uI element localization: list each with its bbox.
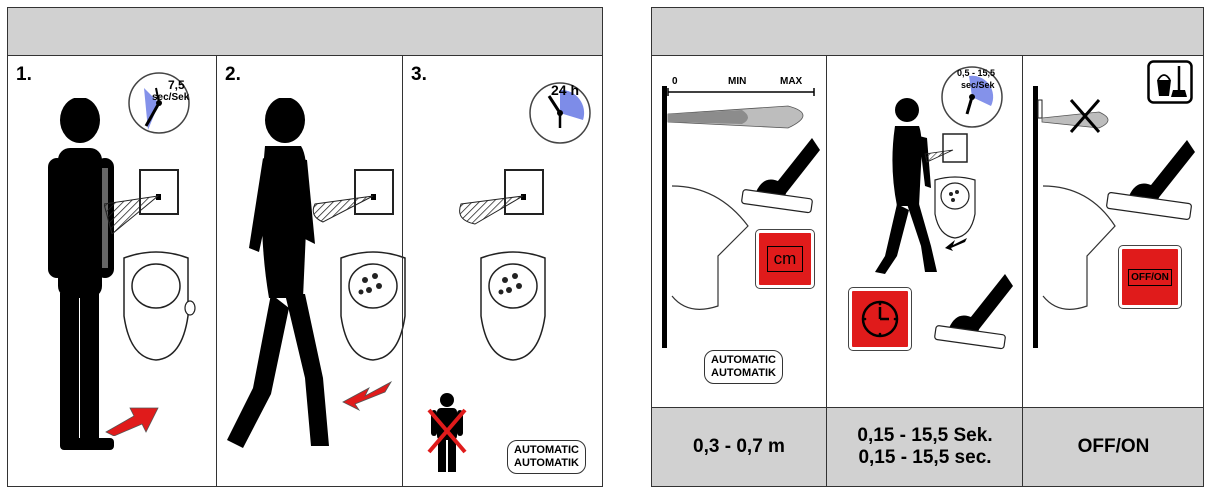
sensor-off-icon xyxy=(1033,86,1116,348)
timer-value: 7,5 xyxy=(168,78,185,92)
arrow-in-icon xyxy=(105,407,159,436)
range-beam-icon xyxy=(662,86,815,348)
hand-pressing-icon xyxy=(741,138,820,214)
step-2: 2. xyxy=(216,56,406,486)
step-number: 1. xyxy=(16,64,32,85)
timer-value: 0,5 - 15,5 xyxy=(957,68,996,78)
timer-value: 24 h xyxy=(551,82,580,98)
timer-value-line-2: 0,15 - 15,5 sec. xyxy=(858,447,992,468)
cm-button[interactable]: cm xyxy=(755,229,815,289)
person-walking-icon xyxy=(875,98,937,274)
range-min-label: MIN xyxy=(728,76,747,87)
range-setting-cell: 0 MIN MAX cm AUTOMATIC AUTOMATIK xyxy=(652,56,826,410)
clock-icon xyxy=(861,300,899,338)
range-value-text: 0,3 - 0,7 m xyxy=(693,436,785,457)
sensor-unit-icon xyxy=(104,169,179,234)
urinal-flushing-icon xyxy=(480,251,546,361)
off-on-setting-cell: OFF/ON xyxy=(1022,56,1203,410)
off-on-button-label: OFF/ON xyxy=(1128,268,1172,286)
settings-values-row: 0,3 - 0,7 m 0,15 - 15,5 Sek. 0,15 - 15,5… xyxy=(652,407,1203,486)
timer-dial-icon xyxy=(529,82,591,144)
automatic-badge: AUTOMATIC AUTOMATIK xyxy=(704,350,783,384)
urinal-icon xyxy=(123,251,196,361)
hand-pressing-icon xyxy=(934,274,1013,350)
timer-value-line-1: 0,15 - 15,5 Sek. xyxy=(857,425,993,446)
off-on-button[interactable]: OFF/ON xyxy=(1118,245,1182,309)
no-person-icon xyxy=(427,393,467,472)
urinal-flushing-icon xyxy=(340,251,406,361)
badge-line-2: AUTOMATIK xyxy=(711,367,776,379)
cm-button-label: cm xyxy=(766,246,804,272)
timer-unit: sec/Sek xyxy=(152,92,190,103)
person-standing-icon xyxy=(48,98,114,450)
sensor-unit-icon xyxy=(459,169,544,225)
badge-line-1: AUTOMATIC xyxy=(711,354,776,366)
step-number: 3. xyxy=(411,64,427,85)
urinal-flushing-icon xyxy=(934,176,976,239)
right-settings-panel: 0 MIN MAX cm AUTOMATIC AUTOMATIK xyxy=(651,7,1204,487)
clock-button[interactable] xyxy=(848,287,912,351)
timer-unit: sec/Sek xyxy=(961,80,995,90)
timer-dial-icon xyxy=(941,66,1003,128)
badge-line-1: AUTOMATIC xyxy=(514,444,579,456)
badge-line-2: AUTOMATIK xyxy=(514,457,579,469)
right-panel-header xyxy=(652,8,1203,56)
step-3: 3. 24 h xyxy=(402,56,602,486)
left-instruction-panel: 1. 7,5 sec/Sek xyxy=(7,7,603,487)
automatic-badge: AUTOMATIC AUTOMATIK xyxy=(507,440,586,474)
left-panel-header xyxy=(8,8,602,56)
person-walking-icon xyxy=(227,98,329,448)
timer-value-cell: 0,15 - 15,5 Sek. 0,15 - 15,5 sec. xyxy=(826,408,1023,486)
sensor-unit-icon xyxy=(924,133,968,163)
timer-setting-cell: 0,5 - 15,5 sec/Sek xyxy=(826,56,1022,410)
arrow-out-icon xyxy=(945,238,967,251)
range-max-label: MAX xyxy=(780,76,803,87)
off-on-value-text: OFF/ON xyxy=(1077,436,1150,457)
hand-pressing-icon xyxy=(1106,140,1195,220)
step-number: 2. xyxy=(225,64,241,85)
step-1: 1. 7,5 sec/Sek xyxy=(8,56,216,486)
timer-dial-icon xyxy=(128,72,190,134)
off-on-value: OFF/ON xyxy=(1022,408,1204,486)
range-value: 0,3 - 0,7 m xyxy=(652,408,826,486)
sensor-unit-icon xyxy=(312,169,394,223)
cleaning-bucket-icon xyxy=(1147,60,1193,104)
range-zero-label: 0 xyxy=(672,76,678,87)
arrow-out-icon xyxy=(342,380,393,412)
